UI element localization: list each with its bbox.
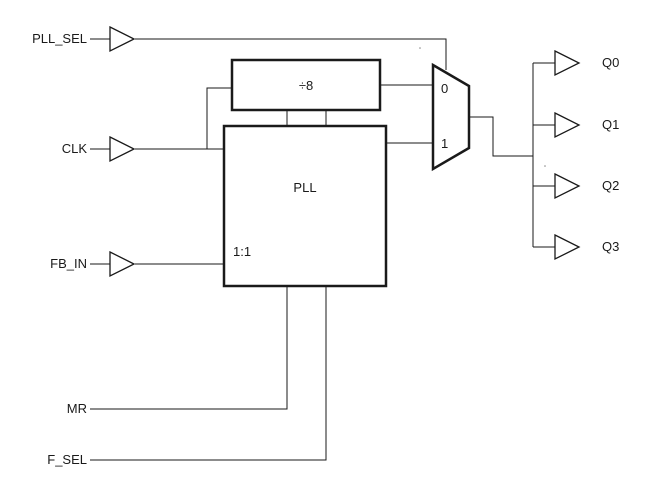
q3-buffer-icon bbox=[554, 233, 581, 261]
f-sel-label: F_SEL bbox=[47, 452, 87, 467]
stray-dot bbox=[544, 165, 546, 167]
q1-buffer-icon bbox=[554, 111, 581, 139]
divider-block bbox=[230, 58, 382, 112]
f-sel-wire bbox=[90, 286, 327, 461]
clk-to-divider-wire bbox=[206, 87, 232, 149]
pll-sel-wire bbox=[135, 38, 447, 70]
divider-label: ÷8 bbox=[299, 78, 313, 93]
stray-dot bbox=[419, 47, 421, 49]
multiplexer bbox=[431, 62, 471, 172]
mux-output-wire bbox=[469, 116, 533, 157]
clk-label: CLK bbox=[62, 141, 88, 156]
q3-label: Q3 bbox=[602, 239, 619, 254]
q1-label: Q1 bbox=[602, 117, 619, 132]
mux-input-0-label: 0 bbox=[441, 81, 448, 96]
mr-label: MR bbox=[67, 401, 87, 416]
pll-sel-buffer-icon bbox=[109, 25, 136, 53]
mux-input-1-label: 1 bbox=[441, 136, 448, 151]
pll-ratio-label: 1:1 bbox=[233, 244, 251, 259]
clk-buffer-icon bbox=[109, 135, 136, 163]
q0-buffer-icon bbox=[554, 49, 581, 77]
pll-sel-label: PLL_SEL bbox=[32, 31, 87, 46]
q2-label: Q2 bbox=[602, 178, 619, 193]
q0-label: Q0 bbox=[602, 55, 619, 70]
mr-wire bbox=[90, 286, 288, 410]
fb-in-buffer-icon bbox=[109, 250, 136, 278]
q2-buffer-icon bbox=[554, 172, 581, 200]
pll-block bbox=[222, 124, 388, 288]
fb-in-label: FB_IN bbox=[50, 256, 87, 271]
pll-label: PLL bbox=[293, 180, 316, 195]
